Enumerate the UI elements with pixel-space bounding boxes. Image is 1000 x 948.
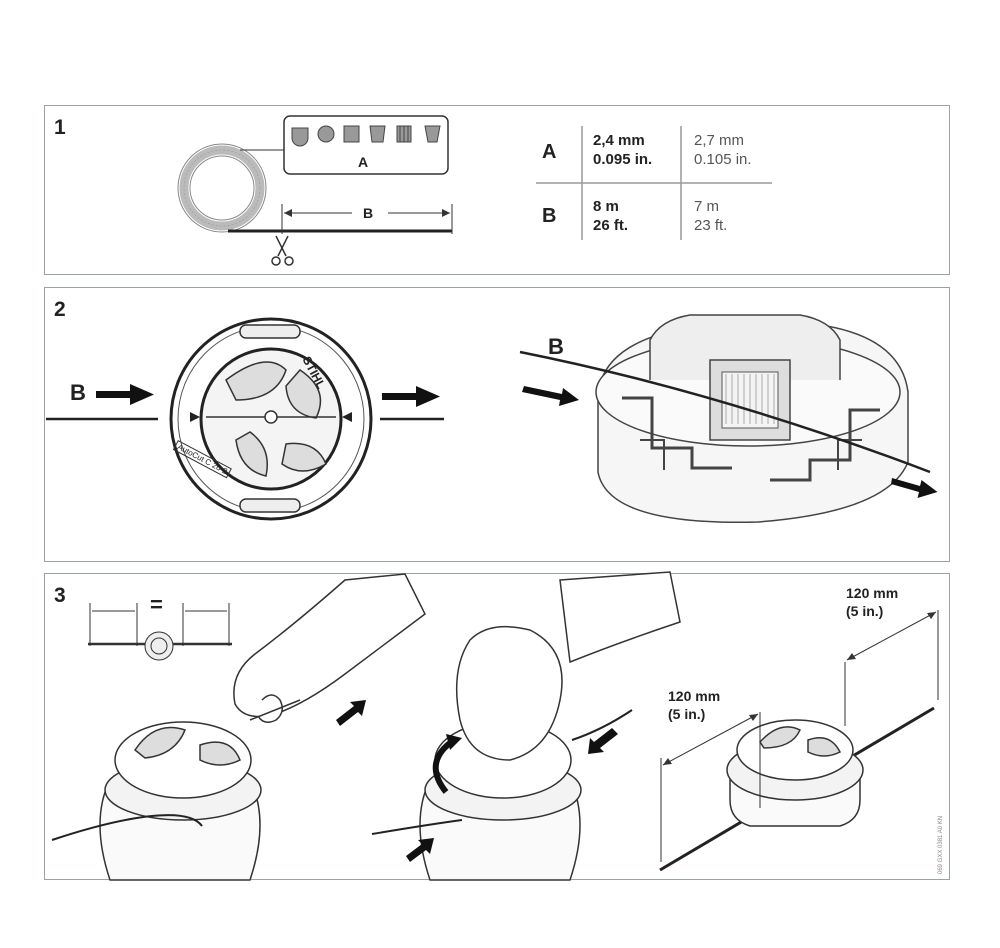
spec-b-col2-line2: 23 ft. xyxy=(694,217,728,234)
dimension-1-line2: (5 in.) xyxy=(668,706,706,722)
spec-row-b-key: B xyxy=(542,205,557,227)
mowing-head-cutaway-icon xyxy=(595,314,909,524)
mowing-head-3-icon xyxy=(659,706,935,872)
line-coil-icon xyxy=(177,143,267,233)
cutaway-line-label: B xyxy=(548,334,564,359)
arrow-up-right-icon xyxy=(406,838,434,862)
arrow-right-icon xyxy=(891,478,938,498)
panel-3-number: 3 xyxy=(54,584,66,607)
spec-a-col2-line2: 0.105 in. xyxy=(694,151,752,168)
reference-code: 069 GXX 0381 A0 KN xyxy=(938,815,944,874)
dimension-2-line2: (5 in.) xyxy=(846,603,884,619)
panel-2-number: 2 xyxy=(54,298,66,321)
spec-table-grid xyxy=(536,126,772,240)
spec-b-col2-line1: 7 m xyxy=(694,198,720,215)
dimension-1-line1: 120 mm xyxy=(668,688,721,704)
arrow-right-icon xyxy=(382,386,440,407)
scissors-icon xyxy=(271,235,294,266)
spec-row-a-key: A xyxy=(542,141,557,163)
panel-1 xyxy=(44,105,950,275)
entry-line-label: B xyxy=(70,380,86,405)
equal-sign-label: = xyxy=(150,592,163,617)
spec-a-col1-line1: 2,4 mm xyxy=(593,132,645,149)
mowing-head-1-icon xyxy=(51,721,262,881)
line-profile-label: A xyxy=(358,154,369,170)
arrow-right-icon xyxy=(96,384,154,405)
arrow-down-left-icon xyxy=(588,728,618,754)
spec-b-col1-line1: 8 m xyxy=(593,198,619,215)
line-length-label: B xyxy=(363,205,374,221)
spec-a-col2-line1: 2,7 mm xyxy=(694,132,745,149)
equal-length-inset-icon xyxy=(88,603,232,661)
spec-b-col1-line2: 26 ft. xyxy=(593,217,629,234)
panel-1-number: 1 xyxy=(54,116,66,139)
arrow-up-right-icon xyxy=(336,700,366,726)
hand-pulling-line-icon xyxy=(233,573,426,723)
spec-a-col1-line2: 0.095 in. xyxy=(593,151,653,168)
mowing-head-top-view-icon xyxy=(169,317,373,521)
line-profile-shapes xyxy=(291,125,441,147)
mowing-head-2-icon xyxy=(371,571,681,881)
arrow-right-icon xyxy=(522,386,579,406)
dimension-2-line1: 120 mm xyxy=(846,585,899,601)
dimension-lines-icon xyxy=(660,610,939,862)
